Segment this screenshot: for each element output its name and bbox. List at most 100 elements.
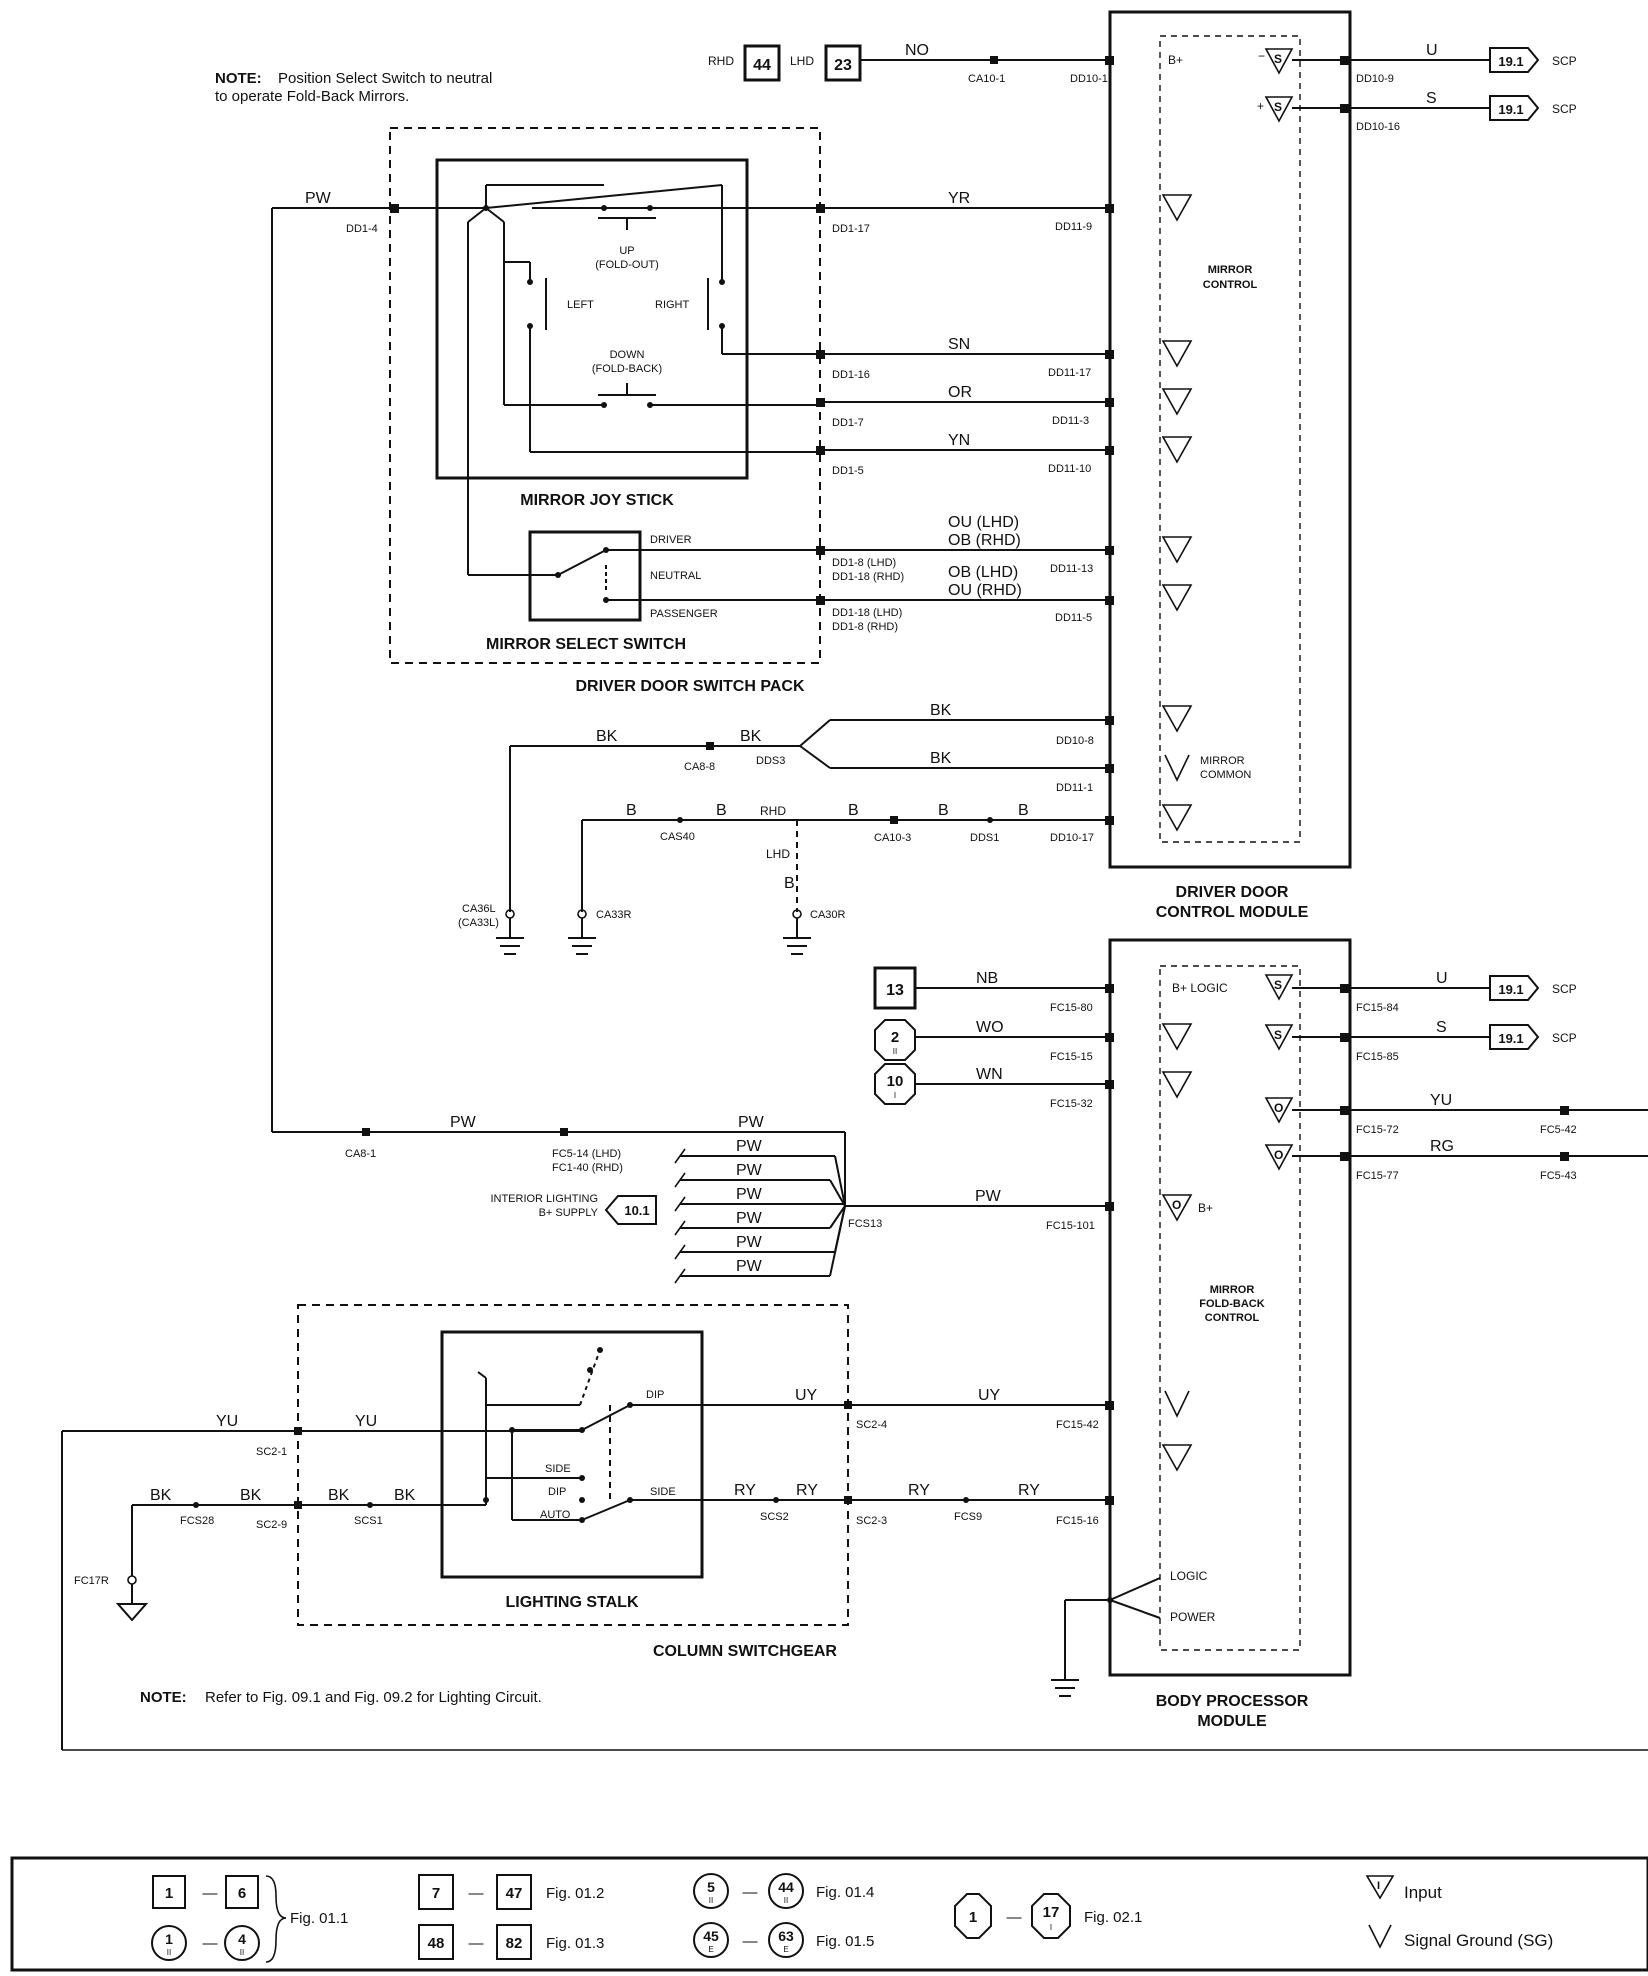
rhd-ref-box <box>743 44 781 82</box>
connector-label: FC15-85 <box>1356 1051 1399 1063</box>
legend-sub: I <box>1050 1923 1052 1932</box>
legend-value: 6 <box>238 1885 246 1902</box>
switch-label: DOWN <box>610 349 645 361</box>
connector-label: CA8-8 <box>684 761 715 773</box>
component-label: CONTROL <box>1205 1312 1260 1324</box>
legend-sub: II <box>784 1896 788 1905</box>
switch-label: PASSENGER <box>650 608 718 620</box>
wire-label: OR <box>948 384 972 401</box>
connector-label: LHD <box>766 847 790 861</box>
switch-label: DRIVER <box>650 534 692 546</box>
wire-label: SN <box>948 336 970 353</box>
connector-label: SC2-3 <box>856 1515 887 1527</box>
wire-label: BK <box>328 1487 350 1504</box>
output-label: S <box>1274 1028 1282 1042</box>
connector-label: DD1-17 <box>832 223 870 235</box>
ref-value: 19.1 <box>1498 1031 1523 1046</box>
connector-label: DD1-18 (LHD) <box>832 607 902 619</box>
pin-label: COMMON <box>1200 769 1251 781</box>
interior-lighting-ref <box>604 1195 657 1225</box>
connector-label: DD1-5 <box>832 465 864 477</box>
ref-value: 19.1 <box>1498 982 1523 997</box>
connector-label: DD11-13 <box>1050 563 1093 575</box>
select-switch-internals <box>467 476 820 601</box>
bpm-output-yu: O FC15-72 FC5-42 YU <box>1264 1092 1648 1136</box>
wire-label: U <box>1436 970 1448 987</box>
input-triangle-icon <box>1365 1875 1395 1900</box>
ddcm-input-symbols <box>1161 194 1193 832</box>
ddcm-input-wires <box>816 204 1114 605</box>
wire-label: YU <box>355 1413 377 1430</box>
connector-label: DDS3 <box>756 755 785 767</box>
connector-label: DD1-8 (RHD) <box>832 621 898 633</box>
output-label: O <box>1274 1148 1283 1162</box>
component-label: MIRROR <box>1208 264 1253 276</box>
component-label: CONTROL <box>1203 279 1258 291</box>
connector-label: DD10-9 <box>1356 73 1394 85</box>
wire-label: RY <box>1018 1482 1040 1499</box>
wire-label: OB (RHD) <box>948 532 1021 549</box>
note-text-2: to operate Fold-Back Mirrors. <box>215 88 409 105</box>
ref-value: 19.1 <box>1498 102 1523 117</box>
ref-octagon-2 <box>874 1019 916 1061</box>
legend-dash: — <box>743 1933 758 1950</box>
pin-label: B+ <box>1168 53 1183 67</box>
connector-label: DD11-10 <box>1048 463 1091 475</box>
pin-label: O <box>1172 1198 1181 1212</box>
lighting-stalk <box>440 1330 704 1579</box>
wire-label: BK <box>240 1487 262 1504</box>
ref-value: 10.1 <box>624 1203 649 1218</box>
wire-label: BK <box>930 750 952 767</box>
connector-label: SC2-4 <box>856 1419 887 1431</box>
driver-door-switch-pack <box>389 127 821 664</box>
ddcm-title-1: DRIVER DOOR <box>1176 884 1289 901</box>
legend-value: 1 <box>165 1931 173 1947</box>
wire-label: PW <box>450 1114 477 1131</box>
legend-symbols: I Input Signal Ground (SG) <box>1365 1875 1553 1950</box>
legend-fig: Fig. 02.1 <box>1084 1909 1142 1926</box>
legend-sub: E <box>708 1945 713 1954</box>
legend-value: 44 <box>778 1879 794 1895</box>
legend-dash: — <box>469 1885 484 1902</box>
wire-label: OU (LHD) <box>948 514 1019 531</box>
ddcm-title-2: CONTROL MODULE <box>1156 904 1309 921</box>
connector-label: DD1-18 (RHD) <box>832 571 904 583</box>
switch-label: UP <box>619 245 634 257</box>
connector-label: FCS28 <box>180 1515 214 1527</box>
connector-label: SCS1 <box>354 1515 383 1527</box>
ref-value: 13 <box>886 982 904 999</box>
switch-label: SIDE <box>545 1463 571 1475</box>
wire-label: YU <box>1430 1092 1452 1109</box>
legend-sub: E <box>783 1945 788 1954</box>
legend-fig-02-1: 1 — 17 I Fig. 02.1 <box>954 1893 1142 1939</box>
wire-label: PW <box>738 1114 765 1131</box>
ref-sub: I <box>894 1091 896 1100</box>
legend-symbol-letter: I <box>1377 1880 1380 1892</box>
switch-label: LEFT <box>567 299 594 311</box>
output-label: S <box>1274 978 1282 992</box>
switch-label: DIP <box>646 1389 664 1401</box>
legend-value: 63 <box>778 1928 794 1944</box>
bpm-internal-boundary <box>1159 965 1301 1651</box>
switch-pack-title: DRIVER DOOR SWITCH PACK <box>575 678 804 695</box>
ref-sub: II <box>893 1047 897 1056</box>
connector-label: CA30R <box>810 909 846 921</box>
connector-label: CA36L <box>462 903 496 915</box>
wire-label: BK <box>150 1487 172 1504</box>
legend-value: 7 <box>432 1885 440 1902</box>
legend-sub: II <box>709 1896 713 1905</box>
connector-label: RHD <box>760 804 786 818</box>
output-label: O <box>1274 1101 1283 1115</box>
connector-label: DD11-9 <box>1055 221 1092 233</box>
lighting-stalk-title: LIGHTING STALK <box>505 1594 638 1611</box>
wire-label: UY <box>978 1387 1001 1404</box>
legend-sg-label: Signal Ground (SG) <box>1404 1931 1553 1950</box>
legend-fig-01-1: 1 — 6 1 II — 4 II Fig. 01.1 <box>151 1875 348 1963</box>
mirror-joy-stick <box>435 158 749 480</box>
connector-label: FC15-101 <box>1046 1220 1095 1232</box>
wire-label: B <box>1018 802 1029 819</box>
legend-sub: II <box>240 1948 244 1957</box>
body-processor-module <box>1108 938 1352 1677</box>
